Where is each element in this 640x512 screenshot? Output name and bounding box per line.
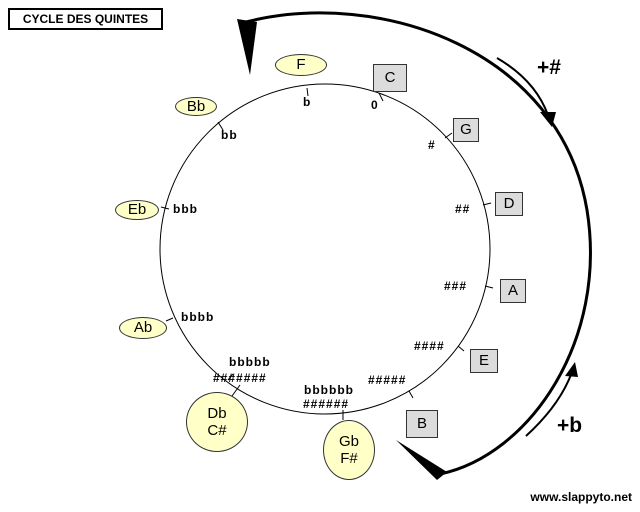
key-e-box: E (470, 349, 498, 373)
key-g-box: G (453, 118, 479, 142)
key-f-oval: F (275, 54, 327, 76)
sig-g: # (428, 138, 436, 152)
tick-c (378, 92, 384, 102)
key-d-box: D (495, 192, 523, 216)
key-csharp-label: C# (207, 422, 227, 439)
tick-g (444, 132, 453, 139)
tick-e (457, 345, 465, 352)
sig-eb: bbb (173, 202, 198, 216)
sig-d: ## (455, 202, 471, 216)
sharp-direction-arc (245, 11, 592, 476)
sig-bb: bb (221, 128, 238, 142)
tick-bb (217, 121, 224, 131)
key-bb-oval: Bb (175, 97, 217, 116)
sharp-direction-label: +# (537, 56, 561, 79)
tick-ab (165, 317, 174, 322)
sig-db: bbbbb (229, 355, 271, 369)
sig-f: b (303, 95, 312, 109)
tick-a (484, 285, 494, 289)
sig-b: ##### (368, 373, 407, 387)
sig-csharp: ####### (213, 371, 267, 385)
sig-gb: bbbbbb (304, 383, 354, 397)
sig-a: ### (444, 279, 468, 293)
sharp-arrow-head (540, 112, 556, 127)
arc-start-wedge (237, 19, 257, 75)
site-url: www.slappyto.net (530, 490, 632, 504)
tick-db (227, 373, 234, 381)
key-gb-fsharp-circle: Gb F# (323, 420, 375, 480)
sig-ab: bbbb (181, 310, 215, 324)
key-eb-oval: Eb (115, 200, 159, 220)
key-fsharp-label: F# (340, 450, 358, 467)
key-gb-label: Gb (338, 433, 359, 450)
main-circle (159, 83, 491, 415)
flat-arrow-head (565, 362, 578, 377)
key-db-label: Db (207, 405, 227, 422)
flat-direction-label: +b (557, 414, 583, 437)
flat-arrow-line (525, 371, 573, 437)
key-ab-oval: Ab (119, 317, 167, 339)
connector-db (231, 384, 241, 397)
key-a-box: A (500, 279, 526, 303)
arc-end-wedge (396, 440, 447, 480)
key-c-box: C (373, 64, 407, 92)
sig-e: #### (414, 339, 445, 353)
tick-d (482, 202, 492, 206)
key-db-csharp-circle: Db C# (186, 392, 248, 452)
sig-c: 0 (371, 98, 379, 112)
sharp-arrow-line (496, 57, 549, 116)
page-title: CYCLE DES QUINTES (8, 8, 163, 30)
tick-b (408, 390, 414, 399)
sig-fsharp: ###### (303, 397, 350, 411)
tick-f (306, 87, 309, 97)
tick-eb (160, 206, 170, 210)
key-b-box: B (406, 410, 438, 438)
